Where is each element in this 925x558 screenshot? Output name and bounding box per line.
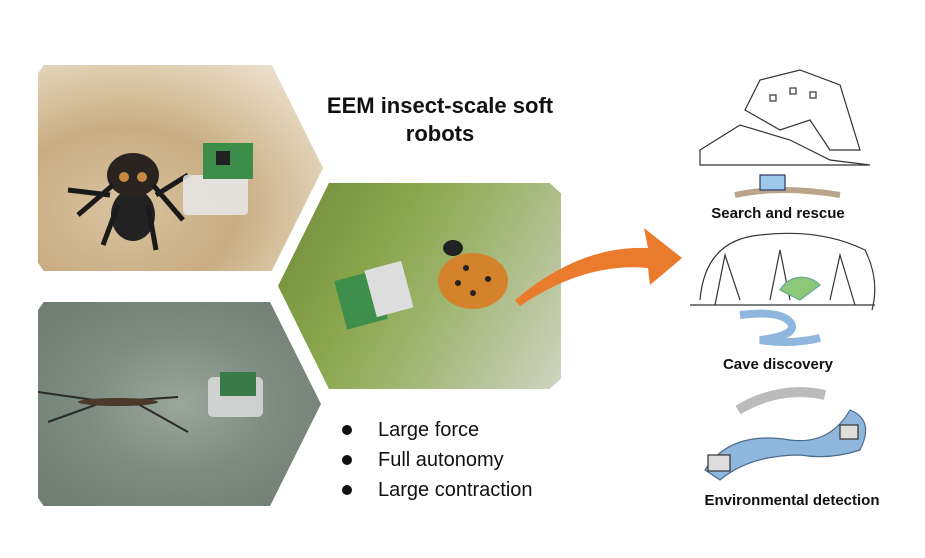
application-label-environmental-detection: Environmental detection xyxy=(704,492,880,509)
cave-discovery-sketch xyxy=(690,232,876,347)
jumping-spider-photo xyxy=(38,65,323,271)
feature-item: Full autonomy xyxy=(338,445,533,475)
water-strider-photo xyxy=(38,302,321,506)
feature-item: Large contraction xyxy=(338,475,533,505)
leaf-beetle-photo xyxy=(278,183,561,389)
search-rescue-sketch xyxy=(699,69,871,198)
leaf-robot-illustration xyxy=(334,240,508,330)
figure-title: EEM insect-scale soft robots xyxy=(326,93,554,146)
spider-robot-illustration xyxy=(67,143,253,251)
application-label-cave-discovery: Cave discovery xyxy=(722,356,834,373)
application-label-search-rescue: Search and rescue xyxy=(711,205,845,222)
feature-item: Large force xyxy=(338,415,533,445)
water-robot-illustration xyxy=(38,372,263,433)
environmental-detection-sketch xyxy=(704,387,867,481)
feature-list: Large force Full autonomy Large contract… xyxy=(338,415,533,505)
